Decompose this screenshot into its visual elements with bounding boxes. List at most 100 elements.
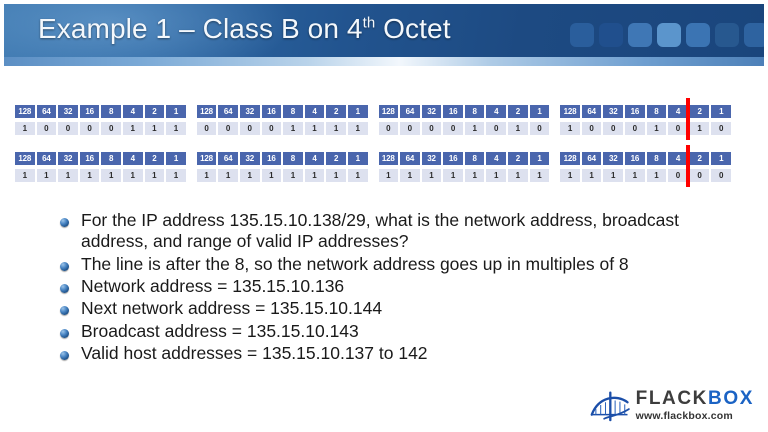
place-value-cell: 2	[143, 104, 166, 119]
logo-word-box: BOX	[708, 387, 754, 409]
place-value-cell: 128	[559, 151, 581, 166]
place-value-cell: 1	[528, 151, 551, 166]
bit-cell: 0	[442, 121, 464, 136]
page-title: Example 1 – Class B on 4th Octet	[38, 13, 451, 45]
bit-cell: 0	[602, 121, 625, 136]
bit-cell: 1	[377, 168, 400, 183]
logo-word-flack: FLACK	[635, 387, 709, 409]
place-value-cell: 16	[442, 104, 464, 119]
logo-text: FLACKBOX www.flackbox.com	[636, 389, 754, 422]
place-value-cell: 64	[399, 151, 421, 166]
place-value-cell: 16	[624, 151, 646, 166]
place-value-cell: 1	[346, 151, 369, 166]
place-value-cell: 128	[377, 104, 400, 119]
bit-cell: 0	[420, 121, 443, 136]
bit-cell: 1	[14, 168, 36, 183]
place-value-cell: 8	[100, 151, 122, 166]
flackbox-logo: FLACKBOX www.flackbox.com	[589, 388, 754, 422]
place-value-cell: 32	[420, 104, 443, 119]
bit-cell: 1	[165, 121, 187, 136]
place-value-cell: 32	[420, 151, 443, 166]
place-value-cell: 64	[217, 151, 239, 166]
bit-cell: 1	[507, 168, 529, 183]
bullet-list: For the IP address 135.15.10.138/29, wha…	[60, 210, 680, 365]
bit-cell: 1	[78, 168, 101, 183]
subnet-boundary-line-top	[686, 98, 690, 140]
bit-cell: 0	[100, 121, 122, 136]
place-value-cell: 8	[463, 104, 486, 119]
place-value-cell: 32	[602, 104, 625, 119]
place-value-cell: 16	[624, 104, 646, 119]
bit-cell: 1	[143, 121, 166, 136]
bit-cell: 1	[14, 121, 36, 136]
bit-cell: 1	[217, 168, 239, 183]
place-value-cell: 2	[688, 104, 711, 119]
place-value-cell: 2	[507, 104, 529, 119]
bit-cell: 1	[100, 168, 122, 183]
bit-cell: 1	[645, 168, 668, 183]
square-5	[686, 23, 710, 47]
place-value-cell: 64	[217, 104, 239, 119]
place-value-cell: 128	[377, 151, 400, 166]
bit-cell: 0	[528, 121, 551, 136]
place-value-cell: 2	[507, 151, 529, 166]
bit-cell: 1	[303, 121, 326, 136]
bit-cell: 1	[624, 168, 646, 183]
page-title-main: Example 1 – Class B on 4	[38, 13, 363, 44]
place-value-cell: 1	[165, 104, 187, 119]
square-2	[599, 23, 623, 47]
place-value-cell: 8	[282, 151, 304, 166]
bullet-text: For the IP address 135.15.10.138/29, wha…	[81, 210, 679, 252]
place-value-cell: 4	[121, 104, 144, 119]
bullet-sphere-icon	[60, 284, 69, 294]
logo-wordmark: FLACKBOX	[636, 389, 754, 408]
place-value-cell: 2	[143, 151, 166, 166]
bullet-sphere-icon	[60, 306, 69, 316]
bridge-icon	[590, 391, 630, 422]
square-6	[715, 23, 739, 47]
logo-url: www.flackbox.com	[635, 409, 733, 422]
bit-cell: 0	[377, 121, 400, 136]
bit-cell: 1	[507, 121, 529, 136]
bit-cell: 1	[325, 168, 347, 183]
bullet-text: Network address = 135.15.10.136	[81, 276, 345, 297]
bit-cell: 1	[238, 168, 261, 183]
place-value-cell: 16	[260, 104, 283, 119]
bit-cell: 1	[528, 168, 551, 183]
place-value-cell: 16	[78, 104, 101, 119]
subnet-boundary-line-bottom	[686, 145, 690, 187]
bit-cell: 1	[143, 168, 166, 183]
place-value-cell: 2	[325, 104, 347, 119]
place-value-cell: 4	[485, 104, 508, 119]
place-value-cell: 1	[528, 104, 551, 119]
bit-cell: 0	[485, 121, 508, 136]
bit-cell: 1	[121, 168, 144, 183]
bit-cell: 0	[710, 168, 732, 183]
place-value-cell: 4	[121, 151, 144, 166]
bit-cell: 1	[442, 168, 464, 183]
bit-cell: 1	[580, 168, 603, 183]
bit-cell: 1	[688, 121, 711, 136]
bit-cell: 1	[325, 121, 347, 136]
bit-cell: 1	[260, 168, 283, 183]
bit-cell: 1	[559, 168, 581, 183]
bit-cell: 1	[195, 168, 218, 183]
bit-cell: 1	[420, 168, 443, 183]
bullet-sphere-icon	[60, 328, 69, 338]
bullet-item: The line is after the 8, so the network …	[60, 254, 680, 275]
place-value-cell: 1	[710, 104, 732, 119]
place-value-cell: 128	[14, 151, 36, 166]
